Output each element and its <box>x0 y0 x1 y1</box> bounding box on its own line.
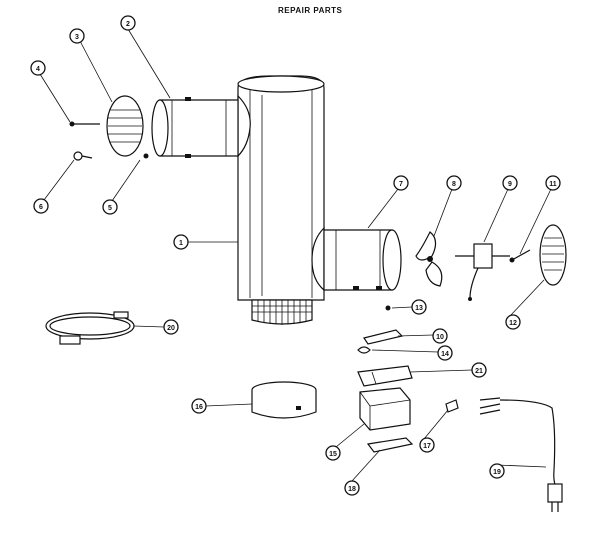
screw-part-11 <box>509 249 531 263</box>
bracket-part-10 <box>363 329 404 345</box>
callout-17: 17 <box>419 437 435 453</box>
callout-20: 20 <box>163 319 179 335</box>
callout-4: 4 <box>30 60 46 76</box>
callout-19: 19 <box>489 463 505 479</box>
callout-13: 13 <box>411 299 427 315</box>
svg-text:11: 11 <box>549 181 557 188</box>
upper-cylinder-part <box>151 97 239 158</box>
svg-text:4: 4 <box>36 66 40 73</box>
screw-part-4 <box>69 121 100 127</box>
nut-part-13 <box>385 305 391 311</box>
callout-16: 16 <box>191 398 207 414</box>
callout-15: 15 <box>325 445 341 461</box>
callout-6: 6 <box>33 198 49 214</box>
callout-21: 21 <box>471 362 487 378</box>
svg-text:2: 2 <box>126 21 130 28</box>
callout-3: 3 <box>69 28 85 44</box>
strain-relief-part <box>445 399 459 413</box>
callout-1: 1 <box>173 234 189 250</box>
svg-text:6: 6 <box>39 204 43 211</box>
diagram-title: REPAIR PARTS <box>278 6 343 15</box>
callout-8: 8 <box>446 175 462 191</box>
svg-text:18: 18 <box>348 486 356 493</box>
knob-part-5 <box>73 151 93 161</box>
shield-plate-part <box>366 437 414 453</box>
svg-text:3: 3 <box>75 34 79 41</box>
motor-part <box>455 243 510 301</box>
leader-lines <box>39 28 552 482</box>
svg-text:1: 1 <box>179 240 183 247</box>
right-grille-part <box>539 224 567 286</box>
callout-2: 2 <box>120 15 136 31</box>
svg-text:7: 7 <box>399 181 403 188</box>
svg-text:19: 19 <box>493 469 501 476</box>
lower-cylinder-part <box>323 229 402 291</box>
switch-plate-part <box>357 365 413 387</box>
callout-18: 18 <box>344 480 360 496</box>
callout-12: 12 <box>505 314 521 330</box>
callout-14: 14 <box>437 345 453 361</box>
callout-11: 11 <box>545 175 561 191</box>
svg-text:16: 16 <box>195 404 203 411</box>
svg-text:13: 13 <box>415 305 423 312</box>
clamp-part <box>45 311 135 345</box>
svg-text:17: 17 <box>423 443 431 450</box>
svg-text:12: 12 <box>509 320 517 327</box>
svg-text:14: 14 <box>441 351 449 358</box>
svg-text:9: 9 <box>508 181 512 188</box>
svg-text:15: 15 <box>329 451 337 458</box>
main-housing-part <box>237 75 325 325</box>
fan-blade-part <box>415 231 443 287</box>
svg-text:8: 8 <box>452 181 456 188</box>
clip-part-14 <box>357 346 371 354</box>
switch-box-part <box>359 387 411 431</box>
callout-7: 7 <box>393 175 409 191</box>
left-grille-part <box>106 95 144 157</box>
callout-5: 5 <box>102 199 118 215</box>
base-ring-part <box>251 381 317 419</box>
svg-text:20: 20 <box>167 325 175 332</box>
svg-text:21: 21 <box>475 368 483 375</box>
callout-10: 10 <box>432 328 448 344</box>
svg-text:10: 10 <box>436 334 444 341</box>
power-cord-part <box>479 397 563 512</box>
callout-9: 9 <box>502 175 518 191</box>
svg-text:5: 5 <box>108 205 112 212</box>
nut-part-6 <box>143 153 149 159</box>
